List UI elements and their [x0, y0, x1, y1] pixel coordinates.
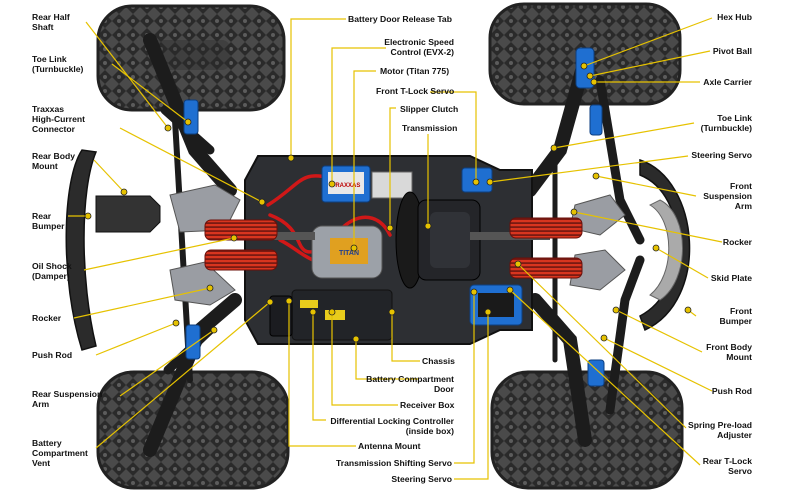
label-antenna-mount: Antenna Mount: [358, 441, 421, 451]
motor-unit: TITAN: [311, 225, 383, 279]
label-spring-preload-adjuster: Spring Pre-load Adjuster: [688, 420, 752, 440]
esc-sticker: TRAXXAS: [332, 183, 361, 189]
label-battery-compartment-vent: Battery Compartment Vent: [32, 438, 88, 468]
label-front-tlock-servo: Front T-Lock Servo: [376, 86, 455, 96]
leader-toe-link-right: [553, 122, 695, 149]
leader-battery-door-tab: [290, 18, 346, 158]
leader-rocker-right: [573, 211, 723, 243]
leader-diff-controller: [312, 312, 326, 421]
label-front-body-mount: Front Body Mount: [706, 342, 752, 362]
front-rockers: [569, 194, 626, 291]
label-traxxas-connector: Traxxas High-Current Connector: [32, 104, 85, 134]
leader-push-rod-right: [603, 337, 713, 392]
label-toe-link-left: Toe Link (Turnbuckle): [32, 54, 84, 74]
rear-shocks: [204, 219, 278, 271]
leader-slipper-clutch: [389, 107, 396, 228]
leader-front-body-mount: [615, 309, 703, 353]
label-slipper-clutch: Slipper Clutch: [400, 104, 459, 114]
label-toe-link-right: Toe Link (Turnbuckle): [700, 113, 752, 133]
leader-front-suspension-arm: [595, 175, 697, 197]
front-bumper: [639, 158, 691, 332]
leader-front-tlock: [430, 91, 477, 182]
label-pivot-ball: Pivot Ball: [712, 46, 752, 56]
motor-sticker: TITAN: [339, 250, 359, 257]
label-axle-carrier: Axle Carrier: [703, 77, 752, 87]
label-motor: Motor (Titan 775): [380, 66, 450, 76]
tire-rear-bottom: [96, 370, 290, 490]
leader-motor: [353, 70, 376, 248]
leader-spring-preload: [517, 263, 687, 429]
rear-driveshaft: [255, 232, 315, 240]
label-battery-door-release-tab: Battery Door Release Tab: [348, 14, 452, 24]
label-rear-bumper: Rear Bumper: [32, 211, 65, 231]
label-push-rod-right: Push Rod: [711, 386, 752, 396]
leader-lines: [68, 17, 723, 480]
label-transmission-shifting-servo: Transmission Shifting Servo: [335, 458, 452, 468]
label-battery-compartment-door: Battery Compartment Door: [366, 374, 454, 394]
front-suspension-frame: [523, 53, 645, 447]
leader-toe-link-left: [111, 63, 189, 123]
leader-push-rod-left: [95, 322, 177, 356]
leader-antenna-mount: [288, 301, 356, 447]
label-rocker-right: Rocker: [722, 237, 752, 247]
esc-label-plate: [371, 171, 413, 199]
leader-pivot-ball: [589, 50, 711, 77]
label-rocker-left: Rocker: [32, 313, 62, 323]
leader-dots: [84, 62, 692, 343]
leader-shifting-servo: [454, 292, 475, 464]
leader-battery-vent: [95, 301, 271, 449]
leader-rear-tlock: [509, 289, 701, 466]
label-diff-locking-controller: Differential Locking Controller (inside …: [330, 416, 454, 436]
label-skid-plate: Skid Plate: [710, 273, 752, 283]
leader-receiver-box: [331, 312, 398, 406]
leader-battery-door: [355, 339, 418, 380]
receiver-box: [269, 295, 293, 337]
label-oil-shock: Oil Shock (Damper): [32, 261, 72, 281]
label-rear-body-mount: Rear Body Mount: [32, 151, 75, 171]
label-front-bumper: Front Bumper: [719, 306, 752, 326]
leader-chassis: [391, 312, 420, 362]
label-chassis: Chassis: [422, 356, 455, 366]
rear-hub-blue: [183, 99, 201, 360]
tire-rear-top: [96, 4, 286, 112]
front-axle-carrier-bottom: [587, 359, 605, 387]
steering-servo-box: [469, 284, 523, 326]
label-front-suspension-arm: Front Suspension Arm: [703, 181, 752, 211]
leader-skid-plate: [655, 247, 709, 279]
esc-unit: TRAXXAS: [321, 165, 371, 203]
label-rear-tlock-servo: Rear T-Lock Servo: [702, 456, 752, 476]
leader-oil-shock: [83, 237, 235, 271]
rear-bumper: [65, 149, 161, 351]
leader-steering-servo-right: [489, 155, 689, 183]
label-transmission: Transmission: [402, 123, 458, 133]
label-esc: Electronic Speed Control (EVX-2): [384, 37, 454, 57]
label-rear-suspension-arm: Rear Suspension Arm: [32, 389, 103, 409]
leader-rocker-left: [73, 287, 211, 319]
label-push-rod-left: Push Rod: [32, 350, 73, 360]
leader-steering-servo-bottom: [454, 312, 489, 480]
label-hex-hub: Hex Hub: [717, 12, 752, 22]
leader-rear-suspension-arm: [119, 329, 215, 397]
label-steering-servo-right: Steering Servo: [691, 150, 752, 160]
leader-traxxas-connector: [119, 127, 263, 203]
driveshaft: [470, 232, 550, 240]
leader-esc: [331, 47, 386, 184]
label-receiver-box: Receiver Box: [400, 400, 455, 410]
leader-rear-body-mount: [93, 159, 125, 193]
transmission-unit: [395, 191, 481, 289]
label-steering-servo-bottom: Steering Servo: [391, 474, 452, 484]
leader-hex-hub: [583, 17, 713, 67]
label-rear-half-shaft: Rear Half Shaft: [32, 12, 70, 32]
